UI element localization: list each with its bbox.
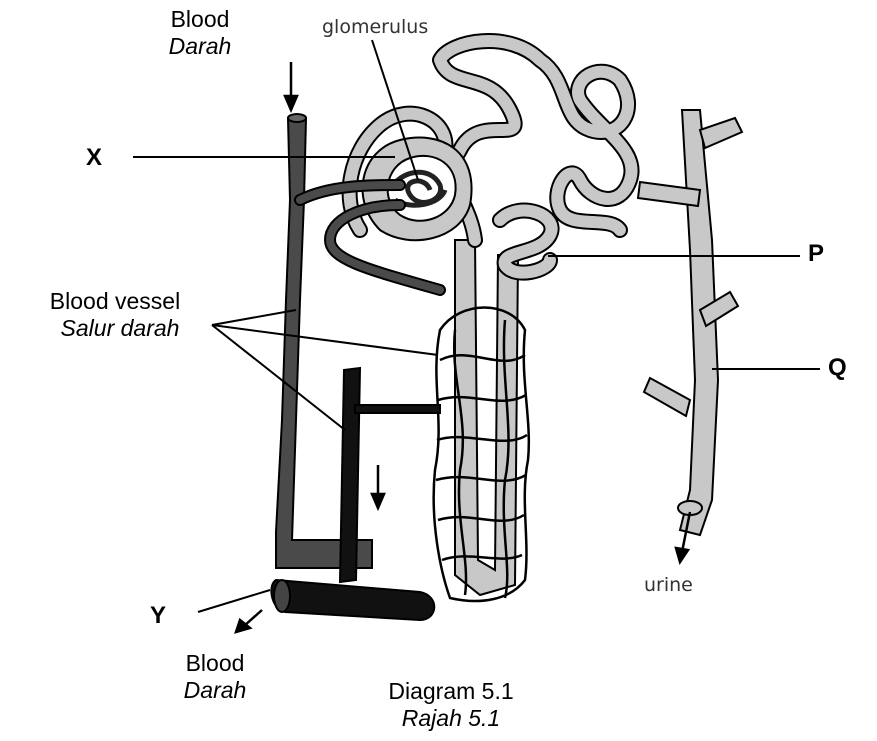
- vessel-pointer-1: [212, 310, 296, 325]
- blood-bottom-en: Blood: [160, 650, 270, 677]
- blood-top-label: Blood Darah: [150, 6, 250, 60]
- q-label: Q: [828, 354, 847, 381]
- blood-bottom-label: Blood Darah: [160, 650, 270, 704]
- blood-vessel-en: Blood vessel: [12, 288, 218, 315]
- urine-label: urine: [644, 572, 693, 599]
- blood-vessel-label: Blood vessel Salur darah: [12, 288, 218, 342]
- collecting-duct: [638, 110, 742, 535]
- bottom-blood-arrow: [244, 610, 262, 626]
- diagram-caption: Diagram 5.1 Rajah 5.1: [376, 678, 526, 732]
- blood-top-ms: Darah: [150, 33, 250, 60]
- caption-ms: Rajah 5.1: [376, 705, 526, 732]
- y-label: Y: [150, 602, 166, 629]
- glomerulus-label: glomerulus: [322, 14, 428, 41]
- y-pointer: [198, 590, 270, 612]
- p-label: P: [808, 240, 824, 267]
- x-label: X: [86, 144, 102, 171]
- blood-top-en: Blood: [150, 6, 250, 33]
- blood-vessel-ms: Salur darah: [22, 315, 218, 342]
- blood-bottom-ms: Darah: [160, 677, 270, 704]
- caption-en: Diagram 5.1: [376, 678, 526, 705]
